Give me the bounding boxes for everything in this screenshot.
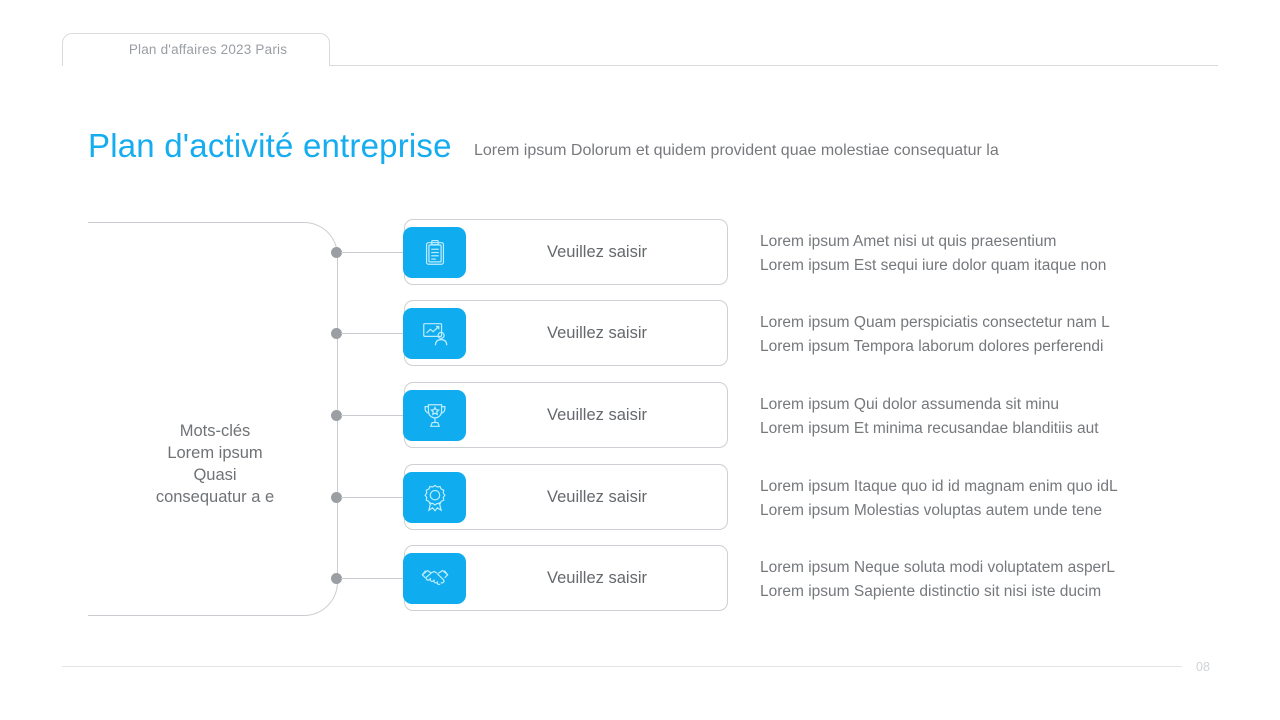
connector-line	[341, 333, 405, 334]
list-item: Veuillez saisir Lorem ipsum Itaque quo i…	[0, 464, 1280, 530]
keywords-line-1: Mots-clés	[179, 422, 251, 440]
presentation-chart-person-icon	[403, 308, 466, 359]
clipboard-checklist-icon	[403, 227, 466, 278]
item-description: Lorem ipsum Neque soluta modi voluptatem…	[760, 556, 1230, 604]
footer-divider	[62, 666, 1182, 667]
connector-dot	[331, 492, 342, 503]
header-divider	[62, 65, 1218, 66]
page-subtitle: Lorem ipsum Dolorum et quidem provident …	[474, 142, 999, 159]
keywords-text: Mots-clés Lorem ipsum Quasi consequatur …	[104, 420, 326, 508]
item-description: Lorem ipsum Amet nisi ut quis praesentiu…	[760, 230, 1230, 278]
page-title: Plan d'activité entreprise	[88, 127, 452, 164]
item-description: Lorem ipsum Quam perspiciatis consectetu…	[760, 311, 1230, 359]
item-card-label: Veuillez saisir	[547, 405, 647, 424]
item-description-line-2: Lorem ipsum Est sequi iure dolor quam it…	[760, 257, 1107, 274]
connector-line	[341, 415, 405, 416]
header-tab[interactable]	[62, 33, 330, 66]
connector-line	[341, 252, 405, 253]
item-card-label: Veuillez saisir	[547, 487, 647, 506]
handshake-icon	[403, 553, 466, 604]
item-description-line-1: Lorem ipsum Qui dolor assumenda sit minu	[760, 396, 1059, 413]
item-description: Lorem ipsum Itaque quo id id magnam enim…	[760, 475, 1230, 523]
keywords-line-4: consequatur a e	[155, 488, 275, 506]
connector-dot	[331, 247, 342, 258]
item-description-line-2: Lorem ipsum Molestias voluptas autem und…	[760, 502, 1103, 519]
trophy-star-icon	[403, 390, 466, 441]
item-description: Lorem ipsum Qui dolor assumenda sit minu…	[760, 393, 1230, 441]
item-card-label: Veuillez saisir	[547, 242, 647, 261]
item-description-line-1: Lorem ipsum Amet nisi ut quis praesentiu…	[760, 233, 1057, 250]
connector-line	[341, 578, 405, 579]
list-item: Veuillez saisir Lorem ipsum Neque soluta…	[0, 545, 1280, 611]
item-card-label: Veuillez saisir	[547, 568, 647, 587]
header-tab-label: Plan d'affaires 2023 Paris	[128, 42, 288, 57]
item-description-line-1: Lorem ipsum Quam perspiciatis consectetu…	[760, 314, 1110, 331]
page-number: 08	[1196, 660, 1210, 674]
item-card-label: Veuillez saisir	[547, 323, 647, 342]
item-description-line-2: Lorem ipsum Et minima recusandae blandit…	[760, 420, 1099, 437]
keywords-line-3: Quasi	[193, 466, 237, 484]
item-description-line-2: Lorem ipsum Tempora laborum dolores perf…	[760, 338, 1104, 355]
list-item: Veuillez saisir Lorem ipsum Quam perspic…	[0, 300, 1280, 366]
list-item: Veuillez saisir Lorem ipsum Qui dolor as…	[0, 382, 1280, 448]
connector-dot	[331, 410, 342, 421]
item-description-line-1: Lorem ipsum Neque soluta modi voluptatem…	[760, 559, 1115, 576]
connector-dot	[331, 328, 342, 339]
item-description-line-2: Lorem ipsum Sapiente distinctio sit nisi…	[760, 583, 1102, 600]
keywords-line-2: Lorem ipsum	[167, 444, 263, 462]
connector-dot	[331, 573, 342, 584]
award-rosette-icon	[403, 472, 466, 523]
item-description-line-1: Lorem ipsum Itaque quo id id magnam enim…	[760, 478, 1118, 495]
list-item: Veuillez saisir Lorem ipsum Amet nisi ut…	[0, 219, 1280, 285]
connector-line	[341, 497, 405, 498]
